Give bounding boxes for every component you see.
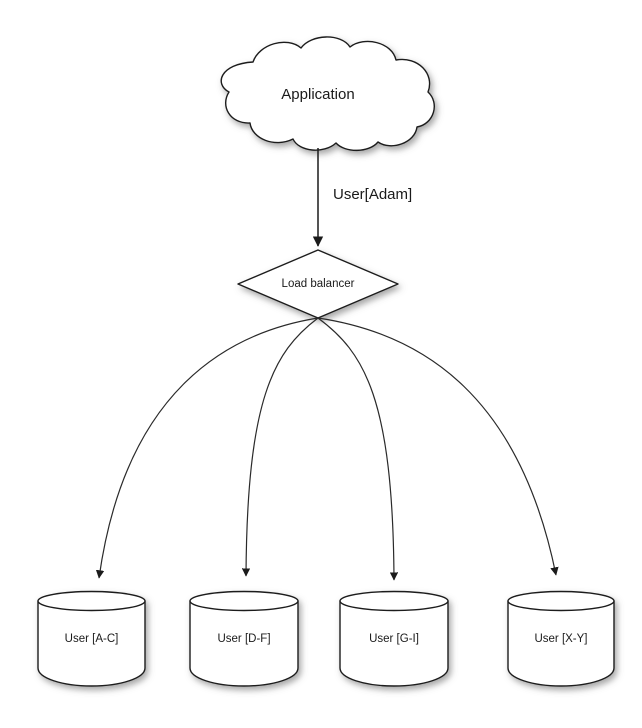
cloud-shape	[220, 36, 435, 152]
node-application-cloud[interactable]: Application	[220, 36, 435, 152]
cloud-label: Application	[281, 86, 354, 103]
edge-balancer-to-db-1	[95, 317, 319, 579]
database-label-3: User [G-I]	[369, 633, 419, 645]
cylinder-top-3	[339, 590, 449, 612]
cylinder-top-4	[507, 590, 615, 612]
cylinder-body-3	[339, 600, 449, 687]
node-database-4[interactable]: User [X-Y]	[507, 590, 615, 687]
edge-label-user-adam: User[Adam]	[333, 186, 412, 203]
database-label-4: User [X-Y]	[534, 633, 587, 645]
node-load-balancer[interactable]: Load balancer	[237, 249, 399, 319]
edge-balancer-to-db-4	[317, 317, 559, 576]
diamond-label: Load balancer	[282, 278, 355, 290]
cylinder-body-4	[507, 600, 615, 687]
node-database-3[interactable]: User [G-I]	[339, 590, 449, 687]
cylinder-body-2	[189, 600, 299, 687]
node-database-1[interactable]: User [A-C]	[37, 590, 146, 687]
edge-balancer-to-db-3	[317, 317, 399, 581]
cylinder-body-1	[37, 600, 146, 687]
cylinder-top-1	[37, 590, 146, 612]
node-database-2[interactable]: User [D-F]	[189, 590, 299, 687]
database-label-1: User [A-C]	[65, 633, 119, 645]
database-label-2: User [D-F]	[217, 633, 270, 645]
cylinder-top-2	[189, 590, 299, 612]
edge-balancer-to-db-2	[241, 317, 319, 577]
